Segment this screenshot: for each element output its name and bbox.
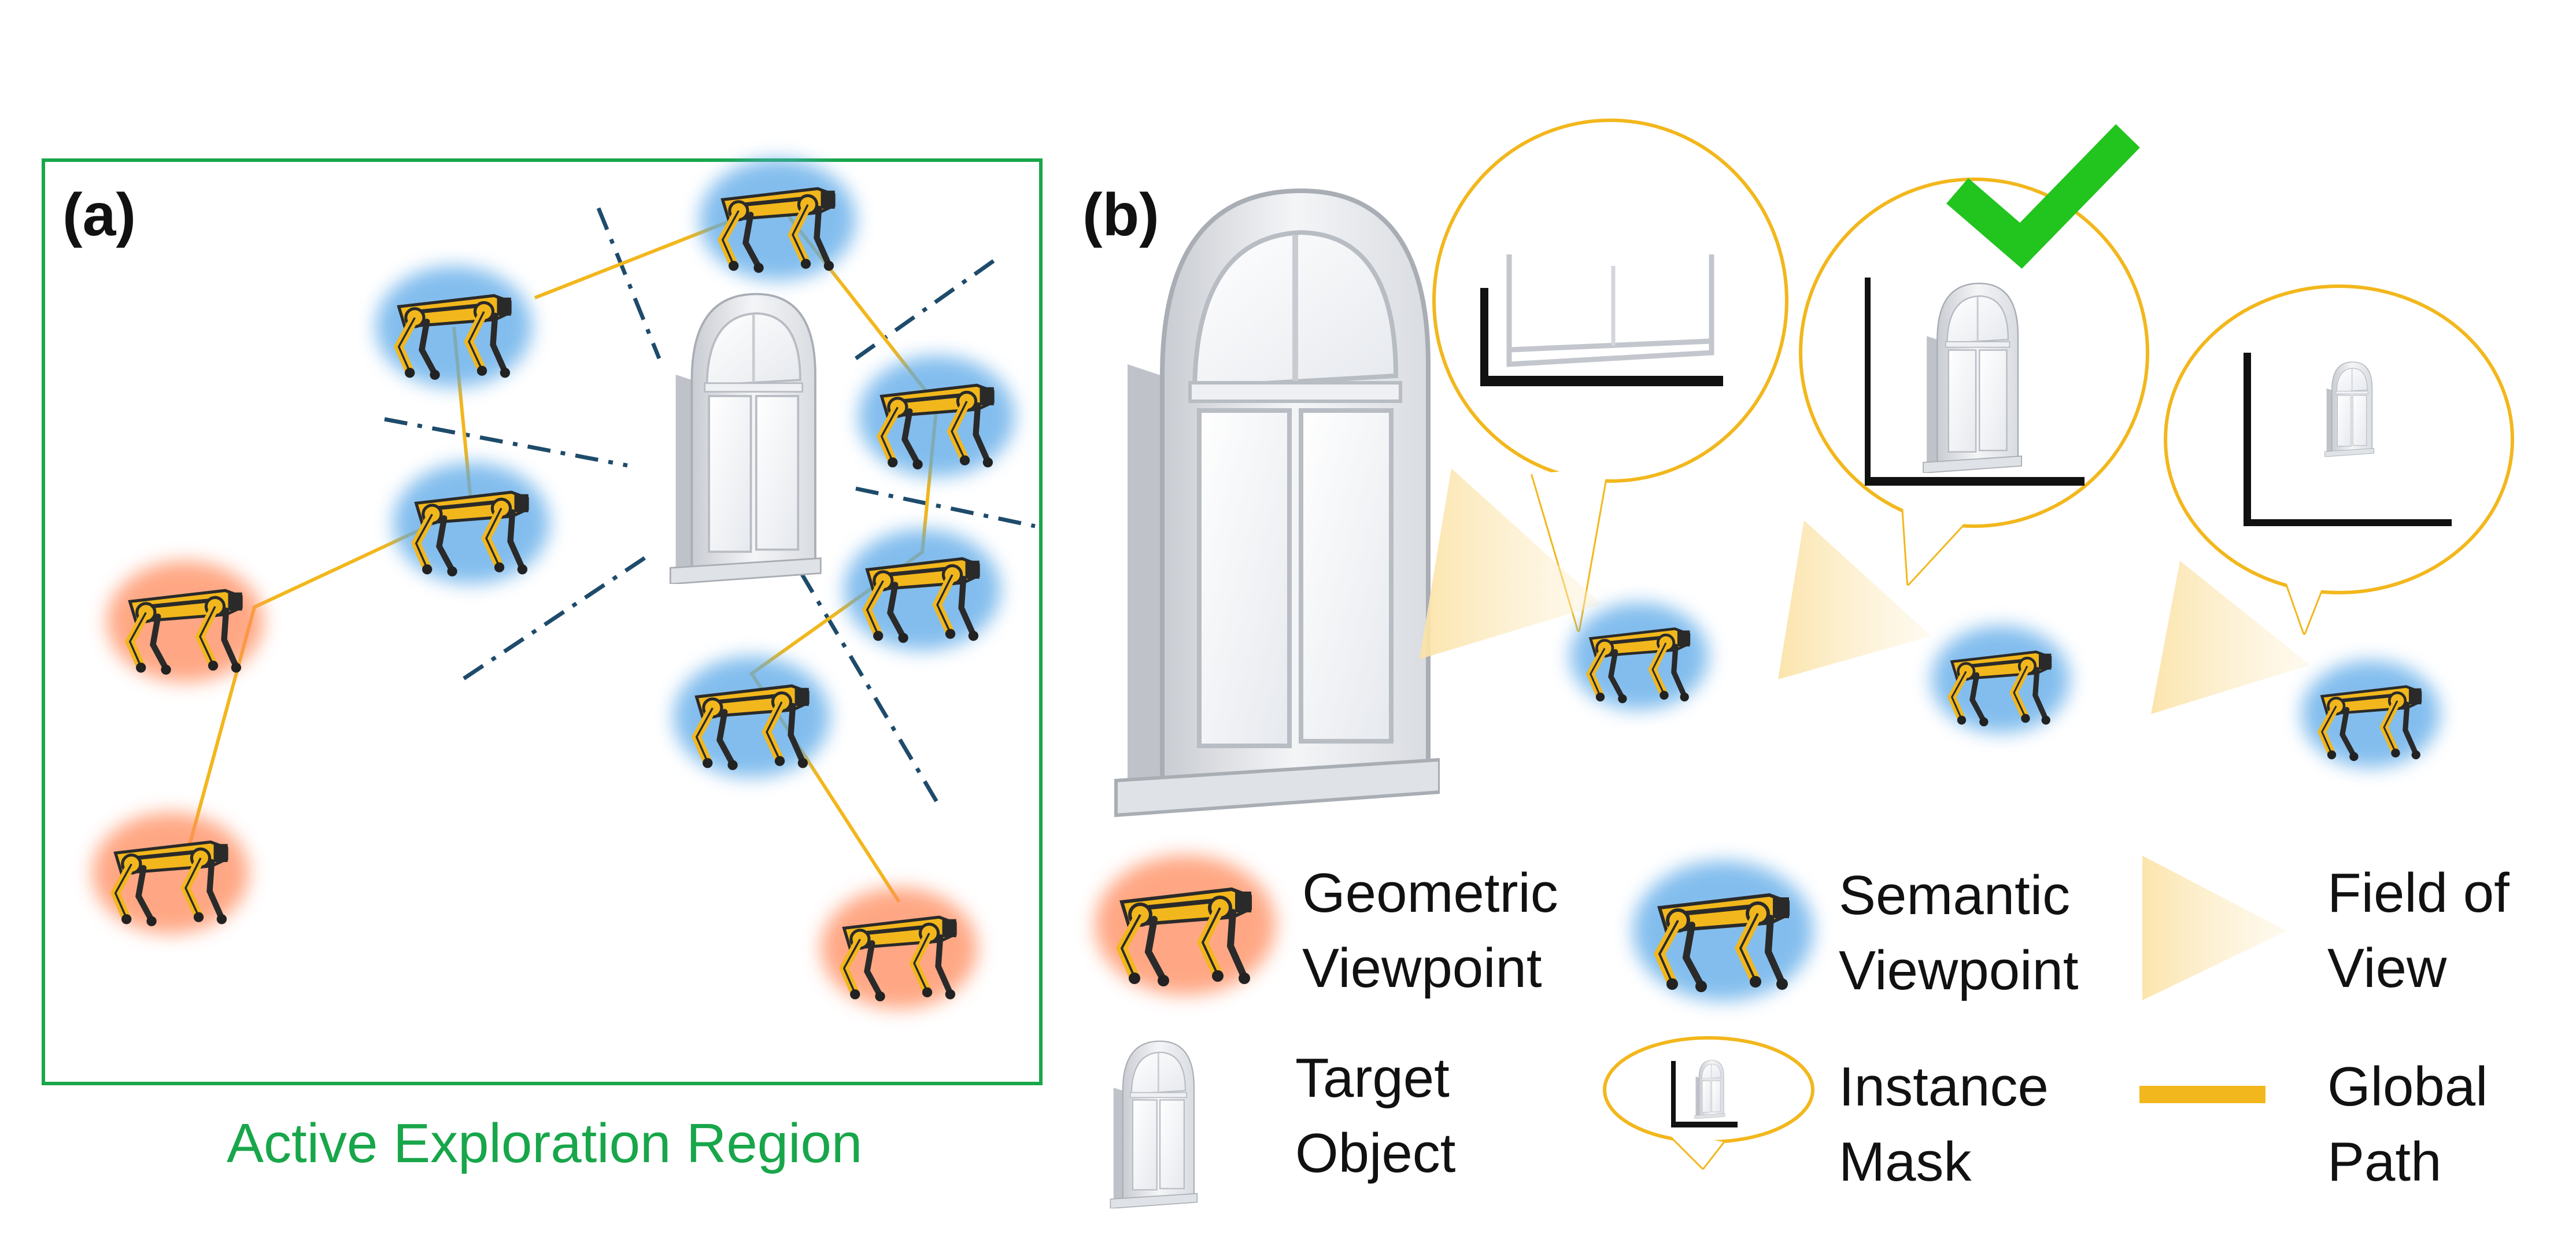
partition-lines <box>384 207 1036 808</box>
legend-global-path-label: Global Path <box>2327 1056 2488 1193</box>
semantic-viewpoint-robot <box>2301 660 2440 768</box>
active-exploration-region-border <box>42 158 1043 1085</box>
target-window-a <box>670 294 821 584</box>
robots-panel-a <box>92 159 1015 1009</box>
legend-instance-mask-icon <box>1603 1036 1814 1170</box>
semantic-viewpoint-robot <box>858 356 1015 477</box>
semantic-viewpoint-robot <box>1931 626 2070 733</box>
semantic-viewpoint-robot <box>393 463 550 584</box>
semantic-viewpoint-robot <box>699 159 856 280</box>
legend-target-object-icon <box>1109 1040 1198 1208</box>
legend-field-of-view-label: Field of View <box>2327 862 2510 999</box>
semantic-viewpoint-robot <box>375 266 533 387</box>
semantic-viewpoint-robot <box>673 656 830 778</box>
instance-mask-bubble-1 <box>1432 119 1788 632</box>
check-mark-icon <box>1946 124 2140 269</box>
target-window-b <box>1116 191 1440 815</box>
panel-a-label: (a) <box>62 182 136 249</box>
semantic-viewpoint-robot <box>844 529 1001 650</box>
instance-mask-bubble-3 <box>2164 284 2514 635</box>
semantic-viewpoint-robot <box>1570 602 1709 710</box>
geometric-viewpoint-robot <box>106 561 264 682</box>
legend-target-object-label: Target Object <box>1295 1047 1456 1184</box>
instance-mask-bubble-2 <box>1799 178 2149 586</box>
legend-instance-mask-label: Instance Mask <box>1839 1056 2049 1193</box>
region-caption: Active Exploration Region <box>227 1112 863 1174</box>
field-of-view-cones <box>1420 468 2310 714</box>
panel-b-label: (b) <box>1082 182 1159 249</box>
geometric-viewpoint-robot <box>92 812 249 934</box>
legend-semantic-viewpoint-label: Semantic Viewpoint <box>1839 864 2079 1001</box>
legend-robots <box>1095 855 1813 1001</box>
legend-field-of-view-icon <box>2142 856 2287 1000</box>
global-path <box>183 200 939 903</box>
legend-geometric-viewpoint-icon <box>1095 855 1276 995</box>
legend-geometric-viewpoint-label: Geometric Viewpoint <box>1302 862 1558 999</box>
geometric-viewpoint-robot <box>821 888 978 1009</box>
legend-semantic-viewpoint-icon <box>1633 861 1813 1001</box>
robots-panel-b <box>1570 602 2440 768</box>
